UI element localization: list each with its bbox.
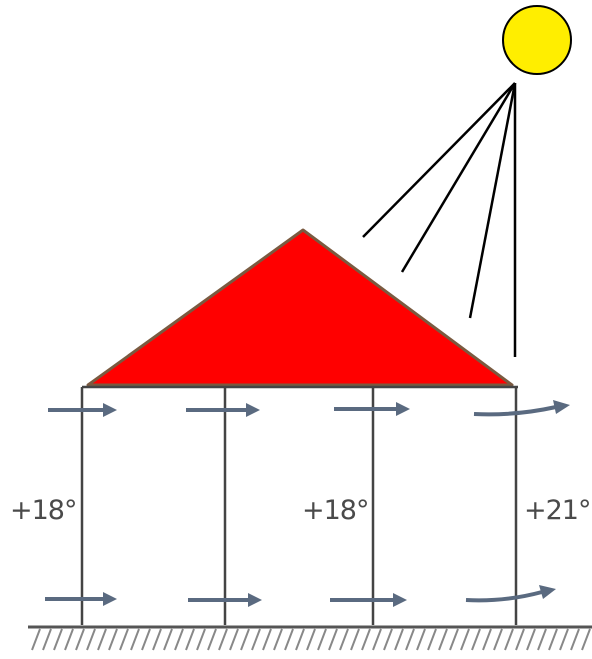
arrow-right-icon	[465, 585, 556, 603]
arrow-right-icon	[45, 592, 117, 606]
hatch-line	[526, 628, 536, 651]
arrow-right-icon	[48, 403, 117, 417]
hatch-line	[42, 628, 52, 651]
hatch-line	[482, 628, 492, 651]
hatch-line	[163, 628, 173, 651]
hatch-line	[559, 628, 569, 651]
hatch-line	[218, 628, 228, 651]
hatch-line	[449, 628, 459, 651]
hatch-line	[141, 628, 151, 651]
hatch-line	[361, 628, 371, 651]
hatch-line	[537, 628, 547, 651]
ground	[28, 625, 592, 651]
hatch-line	[262, 628, 272, 651]
hatch-line	[306, 628, 316, 651]
top-airflow	[48, 400, 570, 417]
hatch-line	[174, 628, 184, 651]
arrow-right-icon	[330, 593, 407, 607]
hatch-line	[53, 628, 63, 651]
hatch-line	[273, 628, 283, 651]
hatch-line	[108, 628, 118, 651]
hatch-line	[416, 628, 426, 651]
hatch-line	[570, 628, 580, 651]
hatch-line	[460, 628, 470, 651]
sun-ray	[362, 82, 516, 238]
hatch-line	[207, 628, 217, 651]
temperature-label-left: +18°	[10, 495, 77, 526]
hatch-line	[86, 628, 96, 651]
hatch-line	[328, 628, 338, 651]
hatch-line	[438, 628, 448, 651]
hatch-line	[350, 628, 360, 651]
hatch-line	[251, 628, 261, 651]
roof	[86, 228, 514, 387]
sun-icon	[502, 5, 572, 75]
sun-rays	[362, 82, 517, 357]
hatch-line	[119, 628, 129, 651]
hatch-line	[339, 628, 349, 651]
hatch-line	[504, 628, 514, 651]
sun-ray	[400, 82, 517, 273]
hatch-line	[317, 628, 327, 651]
hatch-line	[97, 628, 107, 651]
arrow-right-icon	[186, 403, 260, 417]
bottom-airflow	[45, 585, 556, 607]
hatch-line	[75, 628, 85, 651]
hatch-line	[493, 628, 503, 651]
hatch-line	[185, 628, 195, 651]
temperature-label-right: +21°	[524, 495, 591, 526]
hatch-line	[64, 628, 74, 651]
house-posts	[80, 387, 518, 625]
hatch-line	[394, 628, 404, 651]
ground-hatch	[31, 628, 591, 651]
hatch-line	[581, 628, 591, 651]
hatch-line	[130, 628, 140, 651]
hatch-line	[515, 628, 525, 651]
hatch-line	[196, 628, 206, 651]
hatch-line	[229, 628, 239, 651]
hatch-line	[152, 628, 162, 651]
hatch-line	[31, 628, 41, 651]
hatch-line	[295, 628, 305, 651]
hatch-line	[383, 628, 393, 651]
hatch-line	[405, 628, 415, 651]
arrow-right-icon	[473, 400, 570, 417]
temperature-label-middle: +18°	[302, 495, 369, 526]
hatch-line	[372, 628, 382, 651]
hatch-line	[471, 628, 481, 651]
sun-ray	[468, 82, 517, 319]
hatch-line	[284, 628, 294, 651]
hatch-line	[548, 628, 558, 651]
hatch-line	[240, 628, 250, 651]
arrow-right-icon	[188, 593, 262, 607]
arrow-right-icon	[334, 402, 410, 416]
hatch-line	[427, 628, 437, 651]
